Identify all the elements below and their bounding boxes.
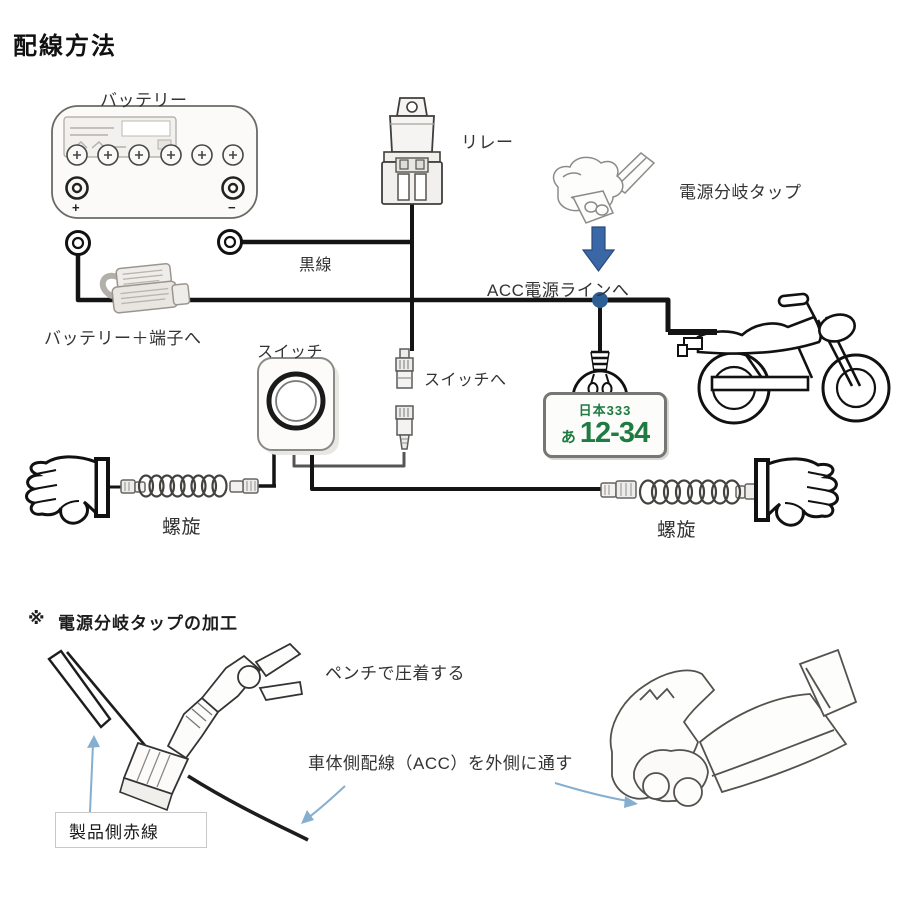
arrow-to-tap-closeup — [554, 782, 629, 802]
red-wire-callout-box: 製品側赤線 — [55, 812, 207, 848]
arrow-to-red-wire-head — [87, 735, 100, 748]
right-spiral-cable — [638, 479, 742, 505]
battery-terminal-label: バッテリー＋端子へ — [44, 329, 202, 348]
switch-right-wire — [310, 450, 601, 491]
plate-top-line: 日本333 — [579, 403, 632, 418]
license-plate: 日本333 あ 12-34 — [543, 392, 667, 458]
pointer-arrows — [87, 735, 638, 824]
bullet-connector-upper — [395, 348, 414, 389]
plate-kana: あ — [560, 428, 576, 446]
black-wire-label: 黒線 — [299, 257, 333, 274]
switch-label: スイッチ — [257, 344, 324, 361]
crimping-illustration — [47, 642, 309, 842]
bullet-connector-lower — [395, 405, 414, 450]
hand-tap-illustration — [552, 152, 656, 224]
crimp-note-label: ペンチで圧着する — [325, 664, 465, 683]
arrow-to-crimp-wire — [307, 785, 346, 819]
switch-illustration — [257, 357, 339, 455]
page-title: 配線方法 — [13, 33, 117, 60]
arrow-to-tap-closeup-head — [624, 796, 638, 808]
switch-relay-wire — [292, 450, 406, 468]
arrow-to-red-wire — [89, 743, 94, 813]
ring-terminals — [65, 229, 243, 256]
battery-plus-wire — [75, 254, 600, 303]
acc-junction-dot — [592, 292, 608, 308]
section-marker: ※ — [28, 609, 46, 628]
acc-to-bike-wire — [600, 297, 671, 332]
tap-closeup-illustration — [609, 648, 858, 807]
red-wire-label: 製品側赤線 — [69, 822, 159, 842]
left-cable-connectors — [120, 478, 259, 494]
right-glove-illustration — [754, 457, 839, 527]
section-heading: 電源分岐タップの加工 — [58, 614, 238, 633]
down-arrow — [581, 226, 616, 273]
acc-line-label: ACC電源ラインへ — [487, 281, 630, 300]
to-switch-label: スイッチへ — [424, 372, 507, 389]
relay-label: リレー — [461, 133, 514, 152]
route-note-label: 車体側配線（ACC）を外側に通す — [308, 754, 573, 773]
motorcycle-illustration — [677, 292, 891, 425]
battery-illustration: + − — [51, 105, 258, 219]
arrow-to-crimp-wire-head — [301, 810, 314, 824]
battery-minus-mark: − — [228, 200, 236, 215]
plate-class: 333 — [606, 402, 632, 418]
battery-label: バッテリー — [100, 91, 188, 110]
spiral-right-label: 螺旋 — [657, 520, 697, 541]
fuse-holder-illustration — [99, 262, 191, 314]
plate-number: 12-34 — [579, 416, 650, 449]
power-tap-label: 電源分岐タップ — [679, 183, 802, 202]
left-glove-illustration — [25, 455, 110, 525]
plate-region: 日本 — [578, 402, 607, 418]
switch-left-wire — [258, 450, 276, 488]
left-spiral-cable — [137, 474, 228, 498]
spiral-left-label: 螺旋 — [162, 517, 202, 538]
wires — [75, 204, 671, 491]
battery-plus-mark: + — [72, 200, 80, 215]
relay-illustration — [381, 97, 443, 205]
plate-main-line: あ 12-34 — [560, 416, 650, 449]
